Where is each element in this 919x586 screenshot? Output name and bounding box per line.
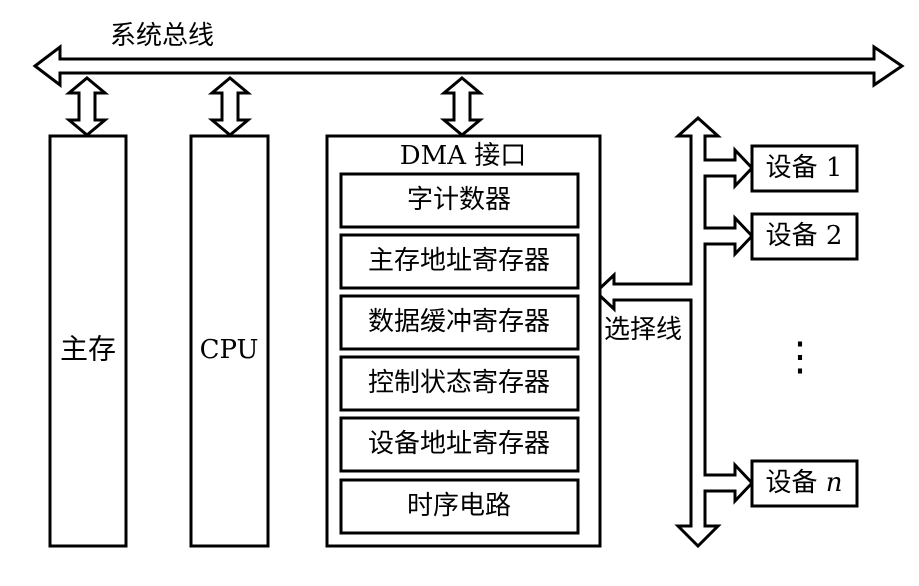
device-bus-arrow bbox=[593, 115, 755, 549]
word-counter-label: 字计数器 bbox=[407, 185, 511, 215]
system-bus-label: 系统总线 bbox=[110, 21, 214, 51]
cpu-block bbox=[189, 134, 270, 548]
device-2-prefix: 设备 bbox=[766, 221, 826, 251]
main-memory-block bbox=[48, 134, 128, 548]
memory-address-register-label: 主存地址寄存器 bbox=[368, 246, 550, 276]
device-1-prefix: 设备 bbox=[766, 153, 826, 183]
control-status-register-box bbox=[339, 355, 580, 412]
control-status-register-label: 控制状态寄存器 bbox=[368, 368, 550, 398]
memory-bus-connector bbox=[64, 76, 110, 137]
device-1-index: 1 bbox=[826, 153, 843, 183]
timing-circuit-box bbox=[339, 478, 580, 535]
memory-address-register-box bbox=[339, 233, 580, 290]
dma-interface-title: DMA 接口 bbox=[400, 141, 527, 171]
device-n-index: n bbox=[826, 468, 843, 498]
device-address-register-box bbox=[339, 416, 580, 473]
device-n-prefix: 设备 bbox=[765, 468, 825, 498]
main-memory-label: 主存 bbox=[60, 333, 116, 366]
device-n-label: 设备 n bbox=[765, 468, 842, 498]
cpu-bus-connector bbox=[207, 76, 253, 137]
device-address-register-label: 设备地址寄存器 bbox=[368, 429, 550, 459]
data-buffer-register-label: 数据缓冲寄存器 bbox=[368, 307, 550, 337]
data-buffer-register-box bbox=[339, 294, 580, 351]
word-counter-box bbox=[339, 172, 580, 229]
device-2-label: 设备 2 bbox=[766, 221, 843, 251]
device-1-label: 设备 1 bbox=[766, 153, 843, 183]
select-line-label: 选择线 bbox=[604, 315, 682, 345]
device-n-box bbox=[750, 459, 859, 508]
cpu-label: CPU bbox=[200, 335, 259, 365]
device-2-box bbox=[750, 212, 859, 261]
device-ellipsis: ⋮ bbox=[780, 334, 820, 380]
dma-bus-connector bbox=[439, 76, 485, 137]
device-1-box bbox=[750, 144, 859, 193]
device-2-index: 2 bbox=[826, 221, 843, 251]
system-bus-arrow bbox=[32, 43, 905, 89]
timing-circuit-label: 时序电路 bbox=[407, 491, 511, 521]
